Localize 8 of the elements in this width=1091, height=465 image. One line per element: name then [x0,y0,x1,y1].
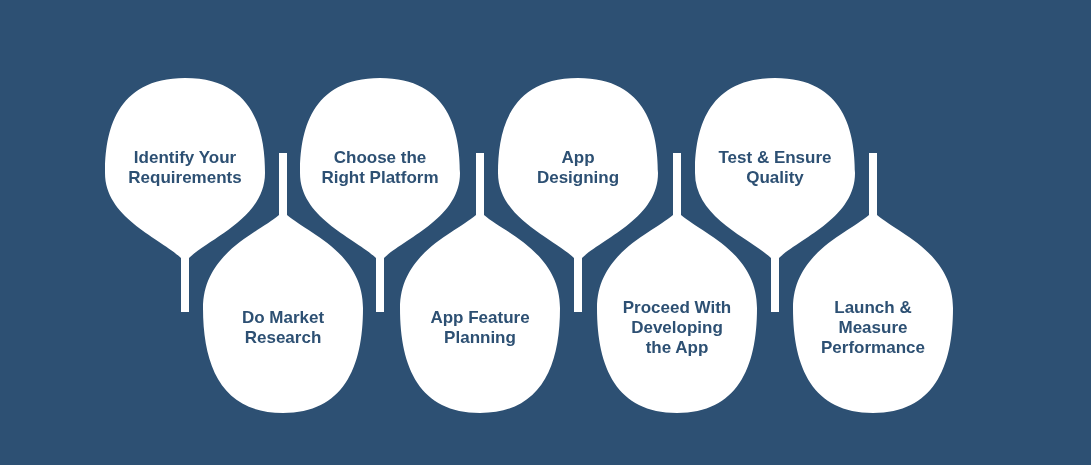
step-label: App Designing [535,148,621,188]
step-label: Do Market Research [240,308,326,348]
step-label: Launch & Measure Performance [820,298,926,358]
step-label: Identify Your Requirements [127,148,243,188]
step-label: Test & Ensure Quality [717,148,833,188]
step-label: Choose the Right Platform [321,148,439,188]
step-label: App Feature Planning [429,308,531,348]
step-label: Proceed With Developing the App [621,298,733,358]
